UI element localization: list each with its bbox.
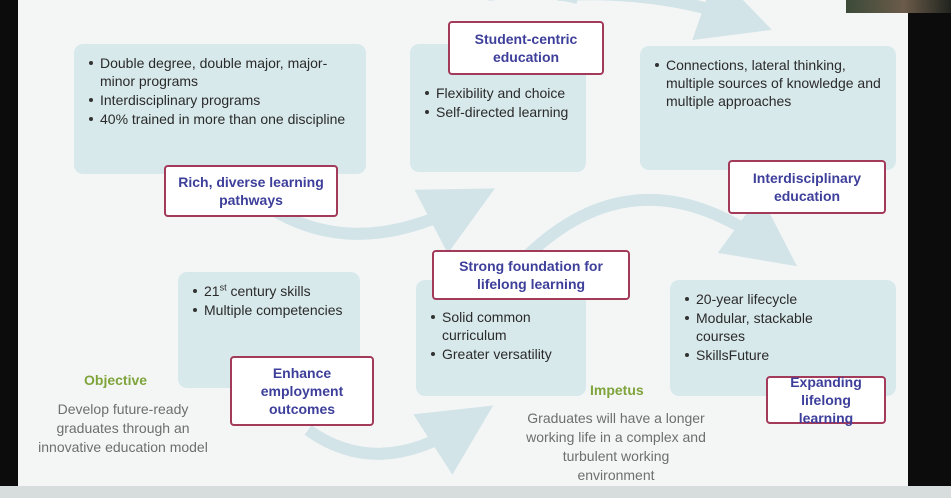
skills-suffix: st	[219, 282, 227, 293]
skills-text: century skills	[230, 283, 311, 299]
bottom-bar	[0, 486, 951, 498]
webcam-thumbnail	[846, 0, 951, 13]
arrow-bottom	[304, 405, 494, 475]
arrow-middle-right	[523, 193, 798, 267]
list-item: SkillsFuture	[685, 346, 884, 364]
list-item: Connections, lateral thinking, multiple …	[655, 56, 886, 110]
skills-number: 21	[204, 283, 220, 299]
list-item: 21st century skills	[193, 282, 348, 300]
pathways-box: Double degree, double major, major-minor…	[74, 44, 366, 174]
student-centric-label: Student-centric education	[448, 21, 604, 75]
list-item: Solid common curriculum	[431, 308, 574, 344]
interdisciplinary-box: Connections, lateral thinking, multiple …	[640, 46, 896, 170]
list-item: 20-year lifecycle	[685, 290, 884, 308]
slide: Double degree, double major, major-minor…	[18, 0, 908, 486]
list-item: Greater versatility	[431, 345, 574, 363]
objective-text: Develop future-ready graduates through a…	[38, 401, 208, 455]
lifelong-label: Expanding lifelong learning	[766, 374, 886, 426]
impetus-text: Graduates will have a longer working lif…	[526, 410, 706, 483]
foundation-label: Strong foundation for lifelong learning	[432, 250, 630, 300]
list-item: Multiple competencies	[193, 301, 348, 319]
list-item: Double degree, double major, major-minor…	[89, 54, 354, 90]
impetus-heading: Impetus	[590, 382, 644, 398]
arrow-top-right	[558, 0, 772, 41]
objective-heading: Objective	[84, 372, 148, 388]
list-item: Self-directed learning	[425, 103, 574, 121]
list-item: Interdisciplinary programs	[89, 91, 354, 109]
pathways-label: Rich, diverse learning pathways	[164, 165, 338, 217]
interdisciplinary-label: Interdisciplinary education	[728, 160, 886, 214]
list-item: 40% trained in more than one discipline	[89, 110, 354, 128]
list-item: Flexibility and choice	[425, 84, 574, 102]
list-item: Modular, stackable courses	[685, 309, 846, 345]
employment-label: Enhance employment outcomes	[230, 356, 374, 426]
